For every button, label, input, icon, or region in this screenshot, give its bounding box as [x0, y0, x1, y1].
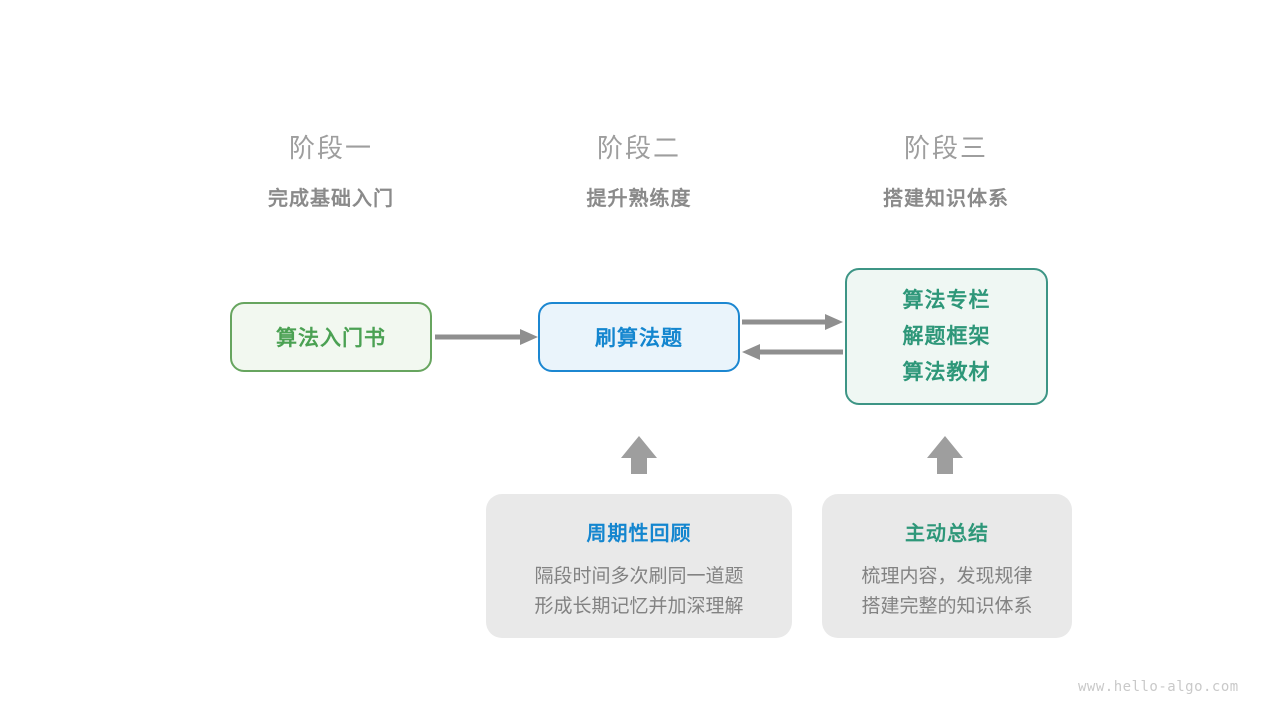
note-periodic-review-body: 隔段时间多次刷同一道题 形成长期记忆并加深理解 [486, 562, 792, 622]
arrow-left-resources-to-practice-icon [742, 344, 843, 360]
node-resources-line-2: 解题框架 [902, 324, 991, 348]
arrow-right-book-to-practice-icon [435, 329, 538, 345]
note-line: 形成长期记忆并加深理解 [534, 596, 744, 617]
node-practice-label: 刷算法题 [595, 327, 683, 350]
stage-2-title: 阶段二 [596, 133, 681, 163]
note-line: 隔段时间多次刷同一道题 [534, 566, 744, 587]
watermark-url: www.hello-algo.com [1078, 679, 1239, 695]
note-line: 梳理内容，发现规律 [861, 566, 1033, 587]
arrow-up-summary-icon [927, 436, 963, 474]
node-intro-book: 算法入门书 [230, 302, 432, 372]
stage-2-header: 阶段二 提升熟练度 [479, 128, 799, 211]
note-active-summary-body: 梳理内容，发现规律 搭建完整的知识体系 [822, 562, 1072, 622]
node-practice: 刷算法题 [538, 302, 740, 372]
stage-1-title: 阶段一 [288, 133, 373, 163]
note-periodic-review: 周期性回顾 隔段时间多次刷同一道题 形成长期记忆并加深理解 [486, 494, 792, 638]
node-resources-line-1: 算法专栏 [902, 288, 991, 312]
stage-3-title: 阶段三 [903, 133, 988, 163]
node-resources: 算法专栏 解题框架 算法教材 [845, 268, 1048, 405]
node-intro-book-label: 算法入门书 [276, 327, 386, 350]
note-active-summary: 主动总结 梳理内容，发现规律 搭建完整的知识体系 [822, 494, 1072, 638]
arrow-up-review-icon [621, 436, 657, 474]
stage-2-subtitle: 提升熟练度 [586, 188, 692, 210]
stage-1-subtitle: 完成基础入门 [268, 188, 394, 210]
note-line: 搭建完整的知识体系 [861, 596, 1033, 617]
note-periodic-review-title: 周期性回顾 [586, 523, 692, 545]
arrow-right-practice-to-resources-icon [742, 314, 843, 330]
stage-1-header: 阶段一 完成基础入门 [171, 128, 491, 211]
node-resources-line-3: 算法教材 [902, 360, 991, 384]
stage-3-header: 阶段三 搭建知识体系 [786, 128, 1106, 211]
note-active-summary-title: 主动总结 [905, 523, 989, 545]
stage-3-subtitle: 搭建知识体系 [883, 188, 1009, 210]
